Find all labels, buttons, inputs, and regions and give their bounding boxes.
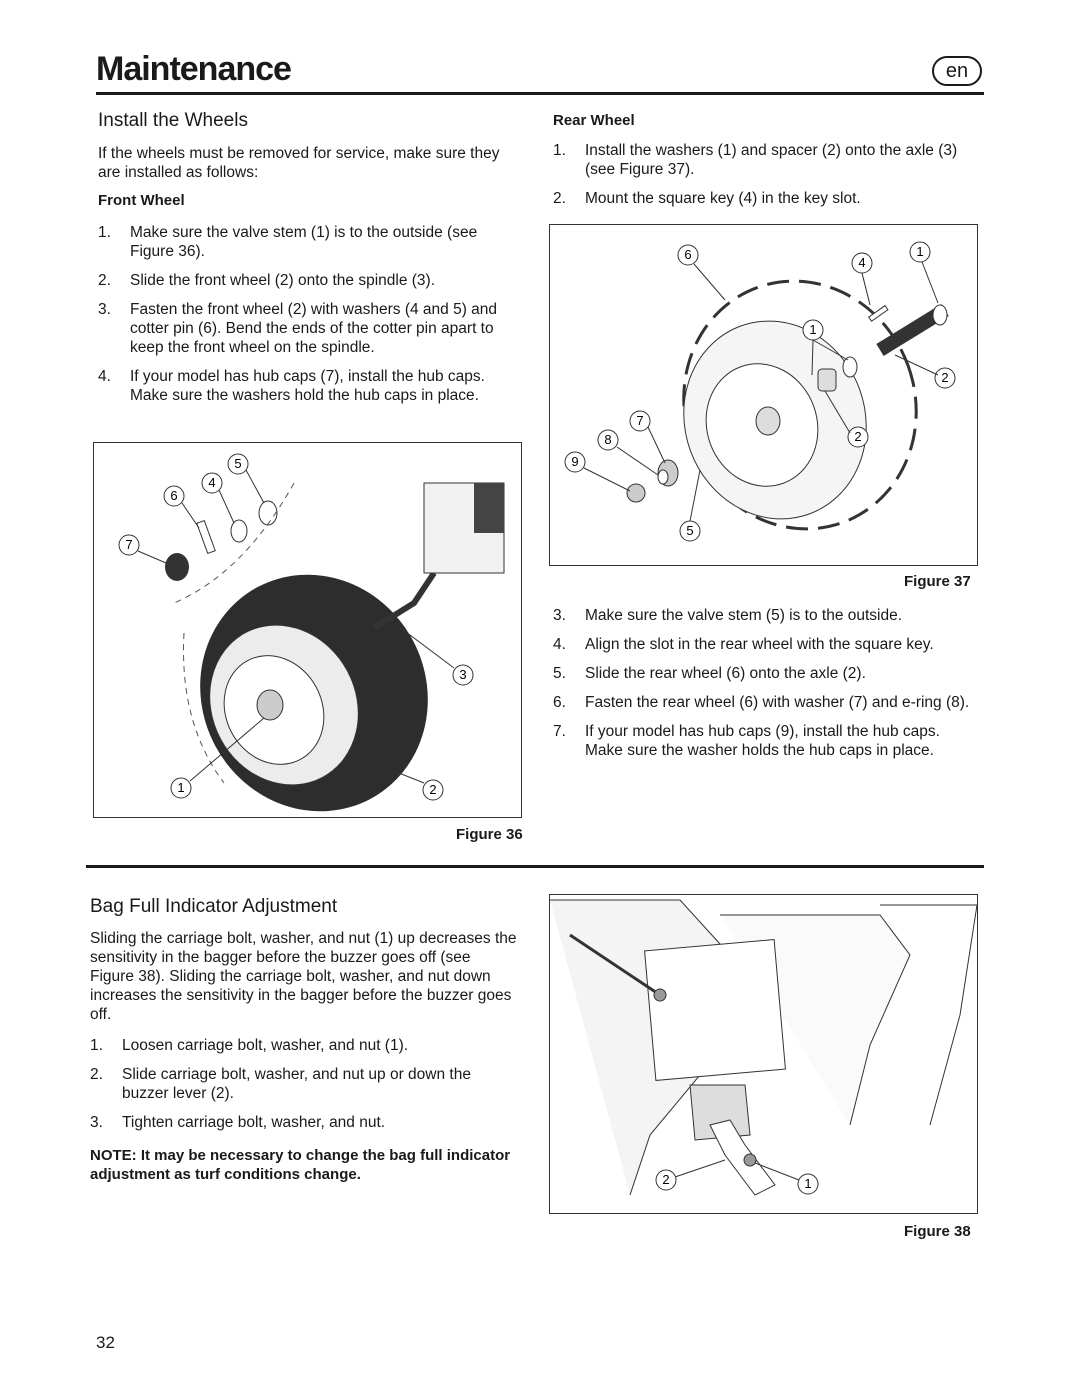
svg-text:5: 5 bbox=[234, 456, 241, 471]
svg-text:8: 8 bbox=[604, 432, 611, 447]
front-step-4: 4.If your model has hub caps (7), instal… bbox=[98, 368, 485, 404]
rear-step-5: 5.Slide the rear wheel (6) onto the axle… bbox=[553, 665, 866, 682]
rear-step-3: 3.Make sure the valve stem (5) is to the… bbox=[553, 607, 903, 624]
install-wheels-heading: Install the Wheels bbox=[98, 110, 248, 131]
callout-6 bbox=[677, 244, 699, 266]
callout-1a bbox=[909, 241, 931, 263]
svg-text:1: 1 bbox=[916, 244, 923, 259]
callout-2 bbox=[655, 1169, 677, 1191]
callout-8 bbox=[597, 429, 619, 451]
language-badge: en bbox=[932, 56, 982, 86]
rear-step-2: 2.Mount the square key (4) in the key sl… bbox=[553, 190, 861, 207]
callout-9 bbox=[564, 451, 586, 473]
callout-1 bbox=[170, 777, 192, 799]
svg-text:2: 2 bbox=[854, 429, 861, 444]
page-number: 32 bbox=[96, 1333, 115, 1352]
install-intro: If the wheels must be removed for servic… bbox=[98, 145, 500, 181]
figure-37-frame: 6 4 1 1 2 7 8 2 9 5 bbox=[549, 224, 978, 566]
svg-text:3: 3 bbox=[459, 667, 466, 682]
rear-step-1: 1.Install the washers (1) and spacer (2)… bbox=[553, 142, 958, 178]
front-wheel-steps: 1.Make sure the valve stem (1) is to the… bbox=[98, 223, 520, 415]
svg-text:1: 1 bbox=[809, 322, 816, 337]
front-wheel-heading: Front Wheel bbox=[98, 192, 185, 209]
bag-step-1: 1.Loosen carriage bolt, washer, and nut … bbox=[90, 1037, 409, 1054]
rear-step-4: 4.Align the slot in the rear wheel with … bbox=[553, 636, 934, 653]
rear-wheel-heading: Rear Wheel bbox=[553, 112, 635, 129]
callout-5 bbox=[227, 453, 249, 475]
rear-step-6: 6.Fasten the rear wheel (6) with washer … bbox=[553, 694, 970, 711]
front-step-2: 2.Slide the front wheel (2) onto the spi… bbox=[98, 272, 436, 289]
svg-text:2: 2 bbox=[429, 782, 436, 797]
callout-6 bbox=[163, 485, 185, 507]
rear-step-7: 7.If your model has hub caps (9), instal… bbox=[553, 723, 940, 759]
svg-text:5: 5 bbox=[686, 523, 693, 538]
svg-text:7: 7 bbox=[125, 537, 132, 552]
bag-indicator-diagram: 2 1 bbox=[550, 899, 978, 1196]
page-title: Maintenance bbox=[96, 50, 292, 88]
figure-38-caption: Figure 38 bbox=[904, 1223, 971, 1240]
bag-full-heading: Bag Full Indicator Adjustment bbox=[90, 896, 338, 917]
callout-2 bbox=[422, 779, 444, 801]
callout-7 bbox=[118, 534, 140, 556]
svg-text:6: 6 bbox=[684, 247, 691, 262]
front-step-1: 1.Make sure the valve stem (1) is to the… bbox=[98, 224, 478, 260]
svg-text:2: 2 bbox=[941, 370, 948, 385]
svg-text:9: 9 bbox=[571, 454, 578, 469]
svg-text:1: 1 bbox=[177, 780, 184, 795]
callout-1 bbox=[797, 1173, 819, 1195]
rear-wheel-steps-a: 1.Install the washers (1) and spacer (2)… bbox=[553, 141, 978, 218]
bag-step-2: 2.Slide carriage bolt, washer, and nut u… bbox=[90, 1066, 471, 1102]
rear-wheel-steps-b: 3.Make sure the valve stem (5) is to the… bbox=[553, 606, 978, 770]
header-rule bbox=[96, 92, 984, 95]
svg-text:6: 6 bbox=[170, 488, 177, 503]
front-step-3: 3.Fasten the front wheel (2) with washer… bbox=[98, 301, 498, 356]
bag-steps: 1.Loosen carriage bolt, washer, and nut … bbox=[90, 1036, 518, 1142]
callout-4 bbox=[201, 472, 223, 494]
front-wheel-diagram: 5 4 6 7 3 1 2 bbox=[118, 453, 505, 812]
bag-step-3: 3.Tighten carriage bolt, washer, and nut… bbox=[90, 1114, 386, 1131]
callout-3 bbox=[452, 664, 474, 686]
figure-36-frame: 5 4 6 7 3 1 2 bbox=[93, 442, 522, 818]
svg-text:4: 4 bbox=[208, 475, 215, 490]
svg-text:1: 1 bbox=[804, 1176, 811, 1191]
svg-text:2: 2 bbox=[662, 1172, 669, 1187]
svg-text:4: 4 bbox=[858, 255, 865, 270]
figure-36-caption: Figure 36 bbox=[456, 826, 523, 843]
bag-intro: Sliding the carriage bolt, washer, and n… bbox=[90, 930, 517, 1023]
callout-2b bbox=[847, 426, 869, 448]
figure-38-frame: 2 1 bbox=[549, 894, 978, 1214]
callout-7 bbox=[629, 410, 651, 432]
callout-2a bbox=[934, 367, 956, 389]
section-divider bbox=[86, 865, 984, 868]
figure-37-caption: Figure 37 bbox=[904, 573, 971, 590]
svg-text:7: 7 bbox=[636, 413, 643, 428]
rear-wheel-diagram: 6 4 1 1 2 7 8 2 9 5 bbox=[564, 241, 956, 542]
bag-note: NOTE: It may be necessary to change the … bbox=[90, 1147, 511, 1183]
